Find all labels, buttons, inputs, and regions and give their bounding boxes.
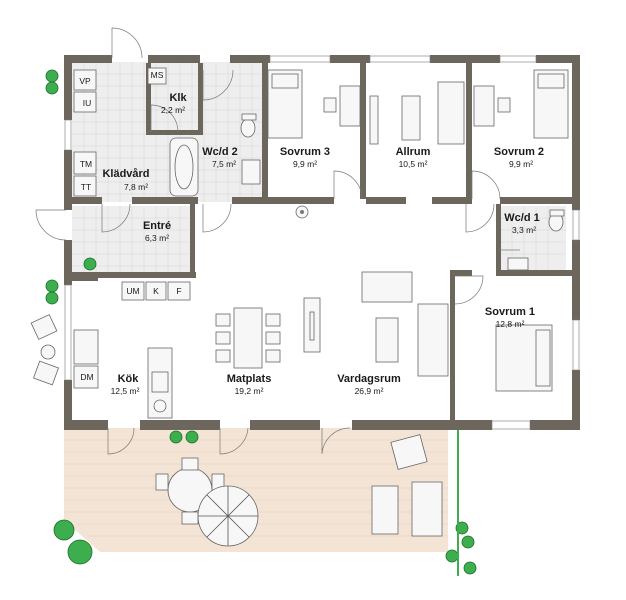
terrace-deck [64,428,448,552]
klk-area: 2,2 m² [161,105,185,115]
allrum-shelf [369,95,379,145]
kladvard-area: 7,8 m² [124,182,148,192]
sovrum1-name: Sovrum 1 [485,306,535,318]
iu-label: IU [83,98,92,108]
exterior-walls [64,55,580,430]
sovrum2-name: Sovrum 2 [494,146,544,158]
interior-walls [72,63,572,420]
fireplace-stove [295,205,309,219]
matplats-name: Matplats [227,373,272,385]
patio-chairs [30,314,59,386]
wc1-area: 3,3 m² [512,225,536,235]
desks [323,81,511,145]
living-room-furniture [303,271,449,377]
entre-area: 6,3 m² [145,233,169,243]
sovrum3-name: Sovrum 3 [280,146,330,158]
vardagsrum-name: Vardagsrum [337,373,401,385]
entre-name: Entré [143,220,171,232]
vp-label: VP [79,76,91,86]
laundry-units: VP IU TM TT MS [73,67,167,197]
windows [64,55,580,430]
beds [267,69,569,392]
klk-name: Klk [169,92,187,104]
kok-area: 12,5 m² [111,386,140,396]
ms-label: MS [151,70,164,80]
kitchen-units: UM K F DM [73,281,191,419]
wc1-name: Wc/d 1 [504,212,539,224]
dining-table [215,307,281,369]
k-label: K [153,286,159,296]
sinks [241,159,529,271]
tt-label: TT [81,182,91,192]
bathtub [169,137,199,197]
allrum-area: 10,5 m² [399,159,428,169]
room-labels: Klädvård 7,8 m² Klk 2,2 m² Wc/d 2 7,5 m²… [102,92,544,396]
toilets [240,113,565,232]
tile-grid [72,62,566,272]
vardagsrum-area: 26,9 m² [355,386,384,396]
um-label: UM [126,286,139,296]
door-swings [35,27,520,455]
sovrum2-area: 9,9 m² [509,159,533,169]
allrum-name: Allrum [396,146,431,158]
kladvard-name: Klädvård [102,168,149,180]
terrace-furniture [155,434,443,547]
f-label: F [176,286,181,296]
dm-label: DM [80,372,93,382]
sovrum3-area: 9,9 m² [293,159,317,169]
wc2-name: Wc/d 2 [202,146,237,158]
wc2-area: 7,5 m² [212,159,236,169]
tm-label: TM [80,159,92,169]
sovrum1-area: 12,8 m² [496,319,525,329]
kok-name: Kök [118,373,140,385]
matplats-area: 19,2 m² [235,386,264,396]
